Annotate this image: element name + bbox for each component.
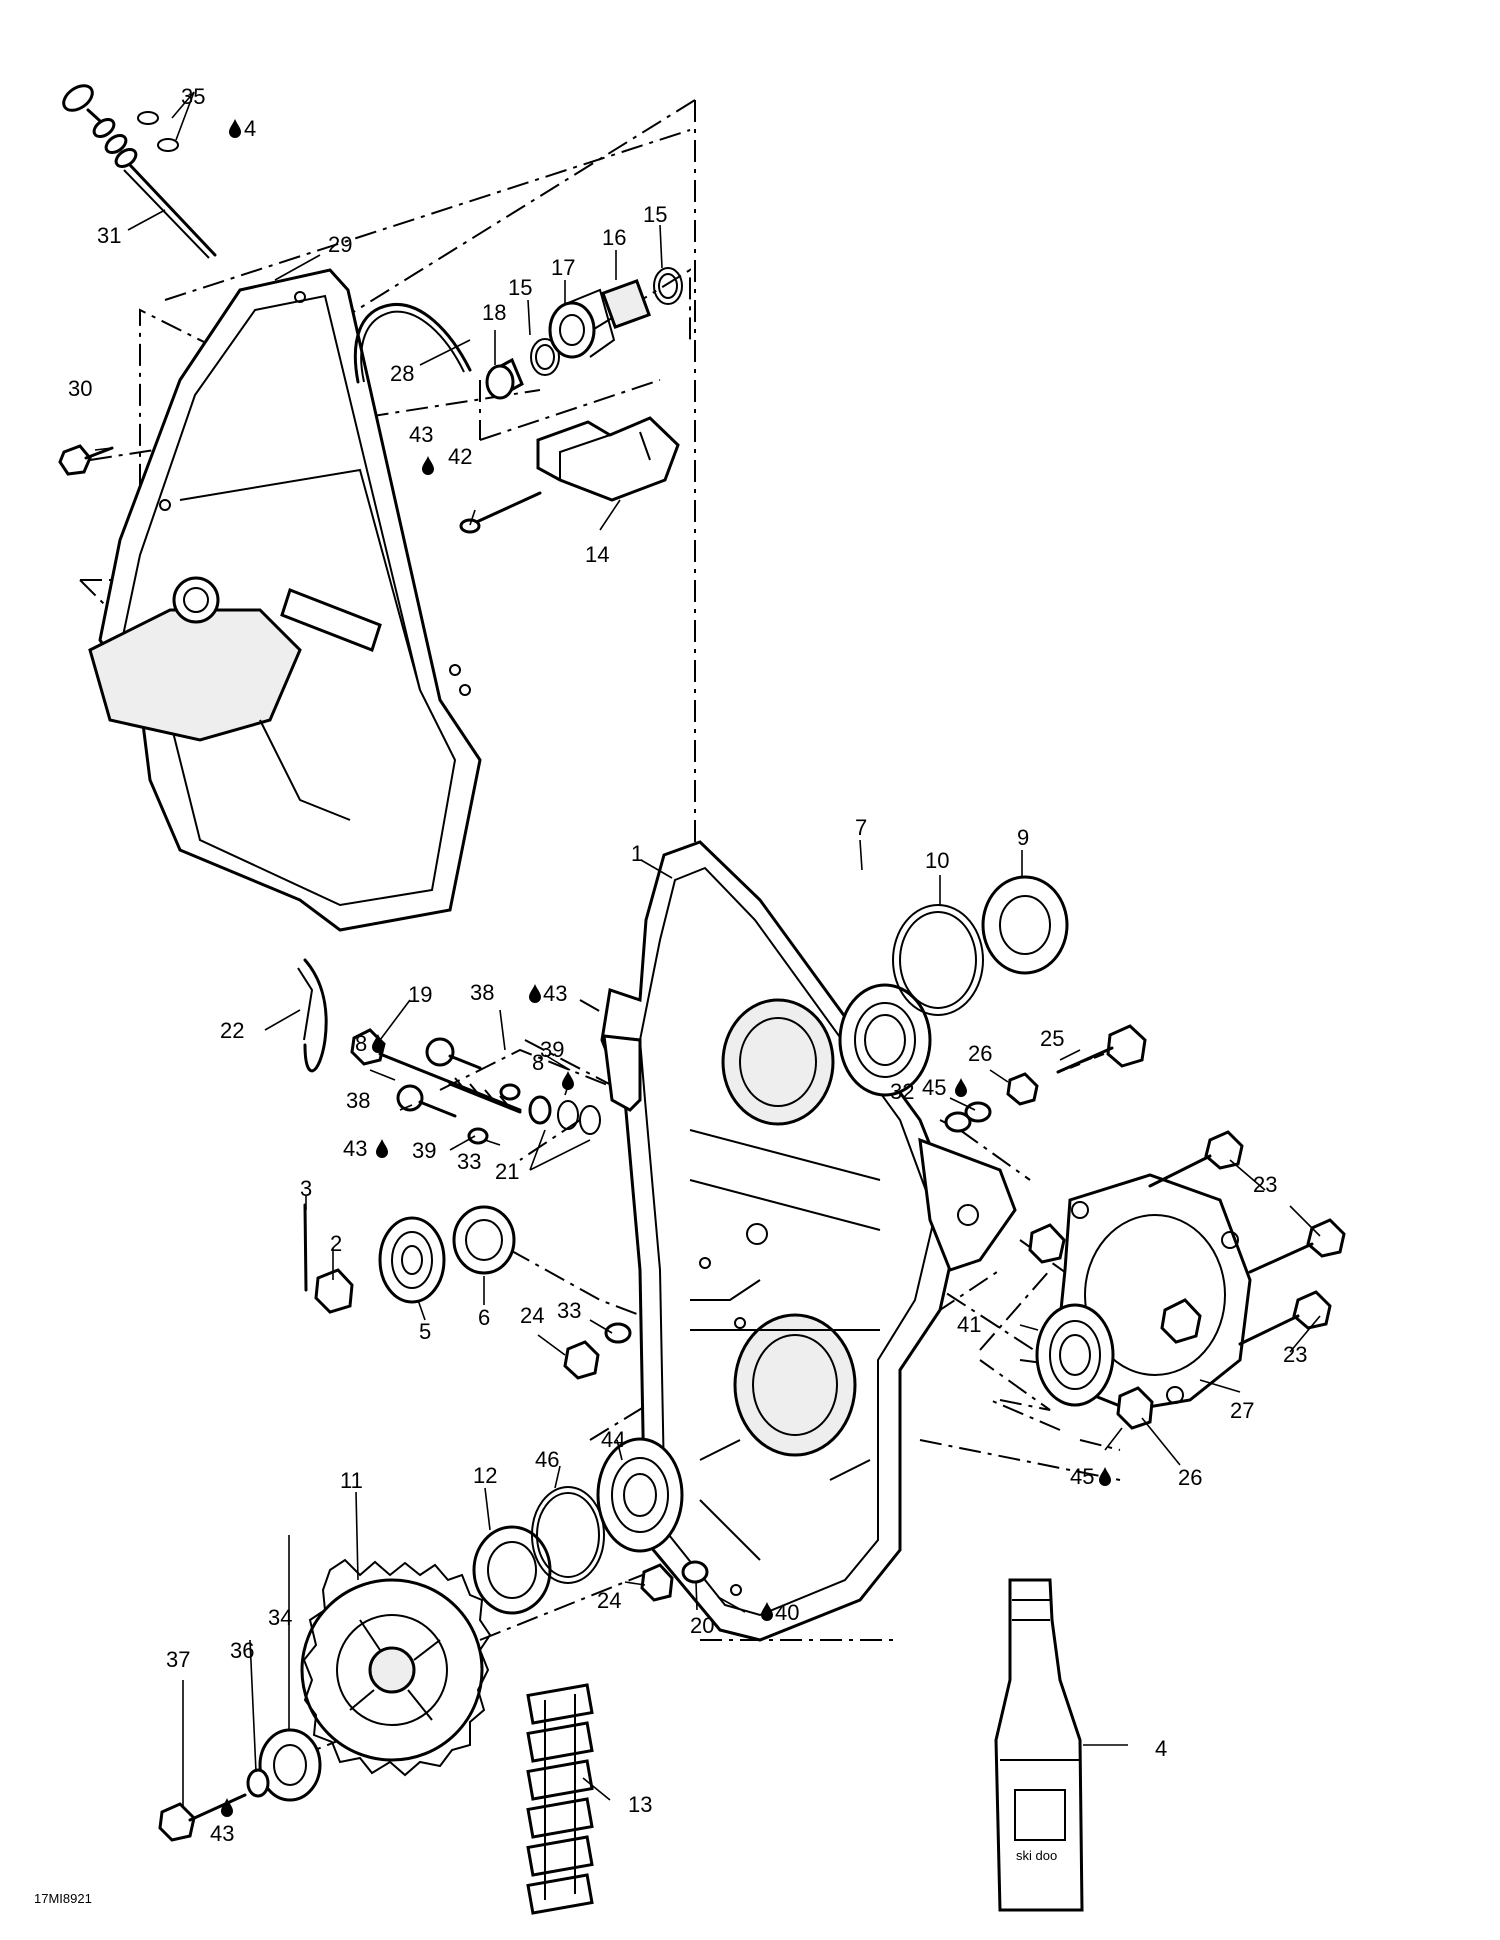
drive-chain bbox=[526, 1683, 594, 1915]
callout-44: 44 bbox=[601, 1427, 625, 1452]
callout-46: 46 bbox=[535, 1447, 559, 1472]
callout-23-lower: 23 bbox=[1283, 1342, 1307, 1367]
callout-29: 29 bbox=[328, 232, 352, 257]
upper-bearing-set bbox=[838, 875, 1069, 1097]
callout-13: 13 bbox=[628, 1792, 652, 1817]
callout-3: 3 bbox=[300, 1176, 312, 1201]
drop-icon bbox=[1099, 1467, 1111, 1486]
callout-39-upper: 39 bbox=[540, 1037, 564, 1062]
callout-43-tensioner: 43 bbox=[409, 422, 433, 447]
bottle-brand-label: ski doo bbox=[1016, 1848, 1057, 1863]
figure-code: 17MI8921 bbox=[34, 1891, 92, 1906]
callout-35: 35 bbox=[181, 84, 205, 109]
chaincase-housing bbox=[600, 840, 1017, 1642]
callout-21: 21 bbox=[495, 1159, 519, 1184]
callout-17: 17 bbox=[551, 255, 575, 280]
lower-nut-washer bbox=[563, 1322, 632, 1380]
callout-22: 22 bbox=[220, 1018, 244, 1043]
callout-11: 11 bbox=[340, 1468, 363, 1493]
callout-4-bottle: 4 bbox=[1155, 1736, 1167, 1761]
callout-15-left: 15 bbox=[508, 275, 532, 300]
callout-24-lower: 24 bbox=[597, 1588, 621, 1613]
tensioner-bracket bbox=[459, 416, 680, 534]
callout-4-oring: 4 bbox=[244, 116, 256, 141]
drop-icon bbox=[955, 1078, 967, 1097]
lower-sprocket-set bbox=[303, 1203, 516, 1314]
callout-28: 28 bbox=[390, 361, 414, 386]
callout-6: 6 bbox=[478, 1305, 490, 1330]
callout-8-upper: 8 bbox=[355, 1031, 367, 1056]
callout-14: 14 bbox=[585, 542, 609, 567]
flange-bolts bbox=[1148, 1130, 1346, 1346]
callout-40: 40 bbox=[775, 1600, 799, 1625]
callout-43-lower: 43 bbox=[343, 1136, 367, 1161]
callout-16: 16 bbox=[602, 225, 626, 250]
callout-33-upper: 33 bbox=[457, 1149, 481, 1174]
callout-12: 12 bbox=[473, 1463, 497, 1488]
callout-2: 2 bbox=[330, 1231, 342, 1256]
callout-20: 20 bbox=[690, 1613, 714, 1638]
callout-38-lower: 38 bbox=[346, 1088, 370, 1113]
callout-26-lower: 26 bbox=[1178, 1465, 1202, 1490]
callout-15-right: 15 bbox=[643, 202, 667, 227]
drop-icon bbox=[376, 1139, 388, 1158]
callout-30: 30 bbox=[68, 376, 92, 401]
callout-23-upper: 23 bbox=[1253, 1172, 1277, 1197]
tensioner-bolt-set bbox=[297, 958, 601, 1145]
drop-icon bbox=[562, 1071, 574, 1090]
callout-45-upper: 45 bbox=[922, 1075, 946, 1100]
callout-43-bolt: 43 bbox=[210, 1821, 234, 1846]
callout-1: 1 bbox=[631, 841, 643, 866]
callout-39-lower: 39 bbox=[412, 1138, 436, 1163]
leader-lines bbox=[94, 91, 1321, 1806]
callout-26-upper: 26 bbox=[968, 1041, 992, 1066]
callout-37: 37 bbox=[166, 1647, 190, 1672]
dipstick bbox=[62, 84, 217, 259]
callout-labels: 1 2 3 4 4 5 6 7 8 8 9 10 11 12 13 14 15 … bbox=[68, 84, 1307, 1846]
callout-41: 41 bbox=[957, 1312, 981, 1337]
outer-chaincase-cover bbox=[88, 268, 482, 932]
drop-icon bbox=[529, 984, 541, 1003]
callout-36: 36 bbox=[230, 1638, 254, 1663]
drop-icon bbox=[422, 456, 434, 475]
callout-32: 32 bbox=[890, 1079, 914, 1104]
callout-27: 27 bbox=[1230, 1398, 1254, 1423]
callout-31: 31 bbox=[97, 223, 121, 248]
gasket-seal bbox=[353, 302, 472, 384]
driven-gear-set bbox=[300, 1437, 709, 1777]
callout-7: 7 bbox=[855, 815, 867, 840]
callout-34: 34 bbox=[268, 1605, 292, 1630]
callout-24-upper: 24 bbox=[520, 1303, 544, 1328]
oil-bottle: ski doo bbox=[994, 1578, 1084, 1912]
callout-5: 5 bbox=[419, 1319, 431, 1344]
callout-19: 19 bbox=[408, 982, 432, 1007]
callout-10: 10 bbox=[925, 848, 949, 873]
callout-25: 25 bbox=[1040, 1026, 1064, 1051]
callout-9: 9 bbox=[1017, 825, 1029, 850]
callout-42: 42 bbox=[448, 444, 472, 469]
cover-bolt bbox=[58, 444, 114, 476]
tensioner-parts bbox=[485, 267, 683, 400]
callout-8-lower: 8 bbox=[532, 1050, 544, 1075]
drop-icon bbox=[229, 119, 241, 138]
callout-43-upper: 43 bbox=[543, 981, 567, 1006]
gear-bolt-set bbox=[158, 1728, 322, 1842]
callout-33-lower: 33 bbox=[557, 1298, 581, 1323]
upper-bolt-set bbox=[944, 1024, 1147, 1133]
callout-18: 18 bbox=[482, 300, 506, 325]
callout-38-upper: 38 bbox=[470, 980, 494, 1005]
bearing-flange bbox=[1028, 1173, 1252, 1430]
callout-45-lower: 45 bbox=[1070, 1464, 1094, 1489]
